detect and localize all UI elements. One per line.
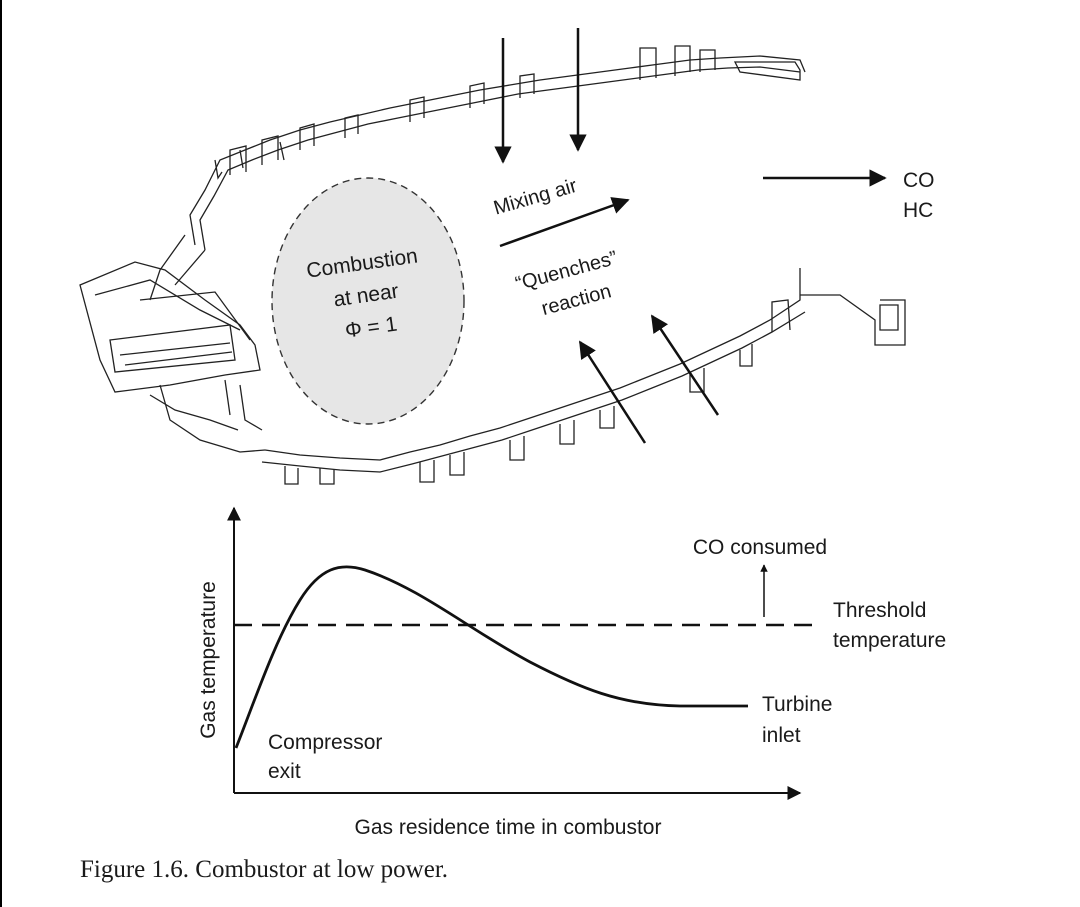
x-axis-label: Gas residence time in combustor — [355, 816, 662, 839]
temperature-plot: Gas temperature Gas residence time in co… — [197, 506, 946, 839]
mixing-air-arrow-3 — [578, 340, 647, 444]
exhaust-label-co: CO — [903, 169, 935, 192]
co-consumed-label: CO consumed — [693, 536, 827, 559]
turbine-inlet-label-2: inlet — [762, 724, 801, 747]
temperature-curve — [234, 565, 748, 749]
y-axis-label: Gas temperature — [197, 581, 220, 739]
threshold-label-1: Threshold — [833, 599, 926, 622]
exhaust-label-hc: HC — [903, 199, 933, 222]
page-edge — [0, 0, 2, 907]
compressor-exit-label-1: Compressor — [268, 731, 382, 754]
combustor-liner-outer-wall — [189, 45, 806, 251]
mixing-air-label: Mixing air — [491, 175, 580, 220]
combustion-zone — [271, 177, 465, 425]
turbine-inlet-label-1: Turbine — [762, 693, 832, 716]
mixing-air-arrow-4 — [650, 314, 720, 416]
fuel-nozzle-assembly — [79, 234, 266, 453]
combustor-liner-inner-wall — [261, 268, 906, 485]
flow-direction-arrow — [499, 197, 630, 248]
figure-caption: Figure 1.6. Combustor at low power. — [80, 856, 449, 883]
threshold-label-2: temperature — [833, 629, 946, 652]
compressor-exit-label-2: exit — [268, 760, 301, 783]
